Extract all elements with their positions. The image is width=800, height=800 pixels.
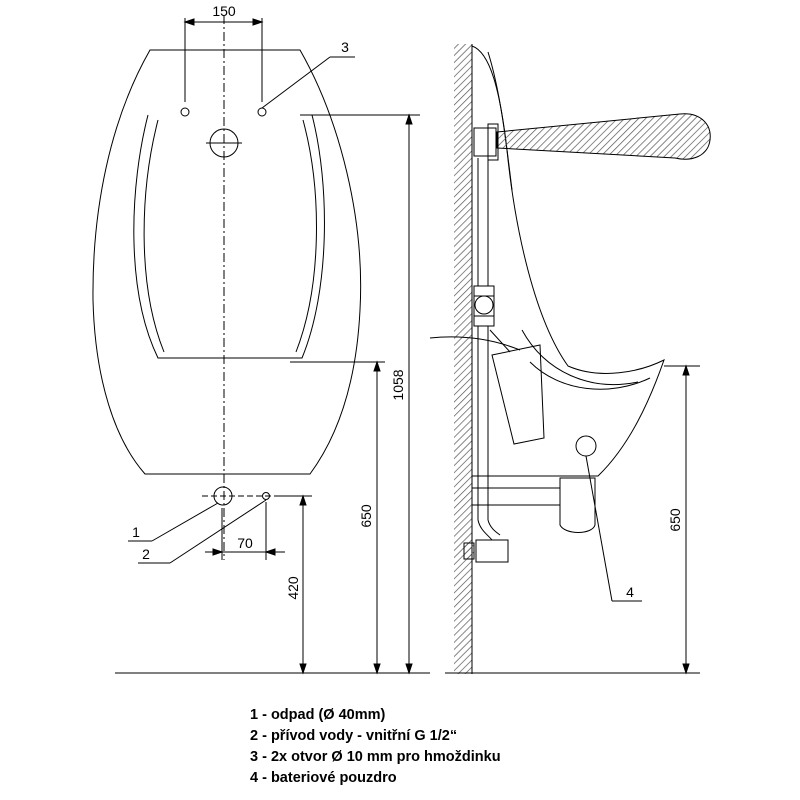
callout-3: 3	[341, 39, 349, 55]
dim-height-total-label: 1058	[390, 369, 406, 400]
side-wall	[454, 44, 472, 674]
dim-side-height-label: 650	[667, 508, 683, 532]
side-drain-trap	[472, 477, 596, 533]
front-view	[92, 15, 430, 675]
side-water-inlet	[475, 539, 509, 563]
callout-1: 1	[132, 524, 140, 540]
legend-item-1: 1 - odpad (Ø 40mm)	[250, 707, 386, 723]
dim-hole-spacing-label: 150	[212, 3, 236, 19]
dim-pipe-offset-label: 70	[237, 535, 253, 551]
side-battery-box	[491, 344, 545, 445]
front-mounting-hole-left	[180, 107, 190, 117]
callout-4: 4	[626, 584, 634, 600]
side-valve	[474, 295, 494, 315]
legend: 1 - odpad (Ø 40mm) 2 - přívod vody - vni…	[250, 705, 501, 789]
front-mounting-hole-right	[257, 107, 267, 117]
front-urinal-body	[92, 49, 362, 475]
side-flush-lever	[496, 113, 711, 160]
callout-2: 2	[142, 546, 150, 562]
legend-item-2: 2 - přívod vody - vnitřní G 1/2“	[250, 728, 458, 744]
dim-height-bottom-label: 420	[285, 576, 301, 600]
legend-item-4: 4 - bateriové pouzdro	[250, 770, 397, 786]
legend-item-3: 3 - 2x otvor Ø 10 mm pro hmoždinku	[250, 749, 501, 765]
side-view	[429, 44, 711, 675]
front-water-inlet	[262, 492, 270, 500]
front-urinal-inner-bowl	[133, 114, 325, 359]
side-battery-cover	[575, 435, 597, 457]
dim-height-rim-label: 650	[358, 504, 374, 528]
